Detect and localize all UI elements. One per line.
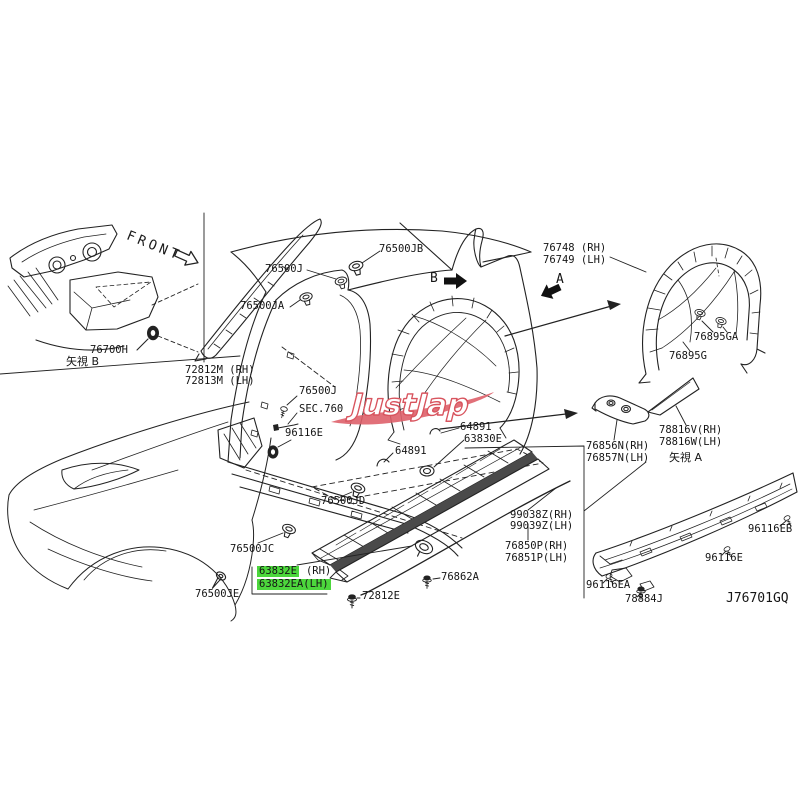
label-76895g: 76895G <box>669 350 707 362</box>
label-76749: 76749 (LH) <box>543 254 607 266</box>
label-76500jd: 76500JD <box>321 495 366 507</box>
label-76500jc: 76500JC <box>230 543 275 555</box>
front-direction-arrow-icon <box>174 249 199 266</box>
diagram-code: J76701GQ <box>726 591 789 606</box>
grommet-96116e-icon <box>267 444 279 460</box>
label-63832e-side: (RH) <box>305 565 332 577</box>
view-a-caption: 矢視 A <box>669 451 703 464</box>
clip-76500j-top-icon <box>333 275 350 291</box>
label-72812e: 72812E <box>362 590 400 602</box>
label-76862a: 76862A <box>441 571 479 583</box>
label-76850p: 76850P(RH) <box>505 540 569 552</box>
fasteners-and-leaders <box>211 250 557 609</box>
label-76857n: 76857N(LH) <box>586 452 650 464</box>
rear-panel-inset-drawing <box>592 472 798 600</box>
view-b-inset-drawing <box>0 212 241 375</box>
watermark-text: JustJap <box>345 388 473 422</box>
label-63832e: 63832E <box>257 565 299 577</box>
body-side-structure-drawing <box>217 222 538 557</box>
label-96116ea: 96116EA <box>586 579 631 591</box>
screw-76500j-mid-icon <box>277 405 289 419</box>
bracket-and-blade-detail-drawing <box>439 377 700 441</box>
direction-b-arrow-icon <box>444 273 467 289</box>
sail-panel-drawing <box>194 218 336 388</box>
car-front-sketch <box>7 401 272 622</box>
label-76500j-mid: 76500J <box>299 385 337 397</box>
direction-a-letter: A <box>556 272 564 287</box>
grommet-76700h-icon <box>146 325 160 341</box>
label-76895ga: 76895GA <box>694 331 739 343</box>
label-76500jb: 76500JB <box>379 243 424 255</box>
label-96116eb: 96116EB <box>748 523 793 535</box>
view-b-caption: 矢視 B <box>66 355 100 368</box>
clip-76500jc-icon <box>279 522 298 540</box>
label-96116e-br: 96116E <box>705 552 743 564</box>
label-sec760: SEC.760 <box>299 403 344 415</box>
clip-76895ga-icon <box>692 307 707 322</box>
screw-72812e-icon <box>346 594 358 609</box>
label-63832e-row: 63832E (RH) <box>257 566 331 577</box>
label-63832ea: 63832EA(LH) <box>257 578 331 590</box>
label-72812m: 72812M (RH) <box>185 364 255 376</box>
label-99039z: 99039Z(LH) <box>510 520 574 532</box>
label-78884j: 78884J <box>625 593 663 605</box>
clip-76500ja-icon <box>298 290 315 307</box>
label-63832ea-row: 63832EA(LH) <box>257 579 331 590</box>
label-78816v: 78816V(RH) <box>659 424 723 436</box>
label-76748: 76748 (RH) <box>543 242 607 254</box>
screw-76500je-icon <box>211 571 227 589</box>
label-76856n: 76856N(RH) <box>586 440 650 452</box>
direction-a-arrow-icon <box>540 283 562 299</box>
label-72813m: 72813M (LH) <box>185 375 255 387</box>
wheelhouse-liner-inset-drawing <box>504 243 766 384</box>
label-76700h: 76700H <box>90 344 128 356</box>
clip-76895ga-icon-2 <box>713 315 728 330</box>
watermark: JustJap <box>331 388 494 425</box>
label-63830e: 63830E <box>464 433 502 445</box>
label-64891-upper: 64891 <box>460 421 492 433</box>
label-76851p: 76851P(LH) <box>505 552 569 564</box>
label-76500j-top: 76500J <box>265 263 303 275</box>
rocker-assembly-drawing <box>311 439 647 599</box>
clip-63832e-icon <box>414 539 434 557</box>
label-76500je: 76500JE <box>195 588 240 600</box>
label-64891-lower: 64891 <box>395 445 427 457</box>
direction-b-letter: B <box>430 271 438 286</box>
screw-76862a-icon <box>422 575 432 589</box>
label-78816w: 78816W(LH) <box>659 436 723 448</box>
label-99038z: 99038Z(RH) <box>510 509 574 521</box>
label-96116e-mid: 96116E <box>285 427 323 439</box>
label-76500ja: 76500JA <box>240 300 285 312</box>
